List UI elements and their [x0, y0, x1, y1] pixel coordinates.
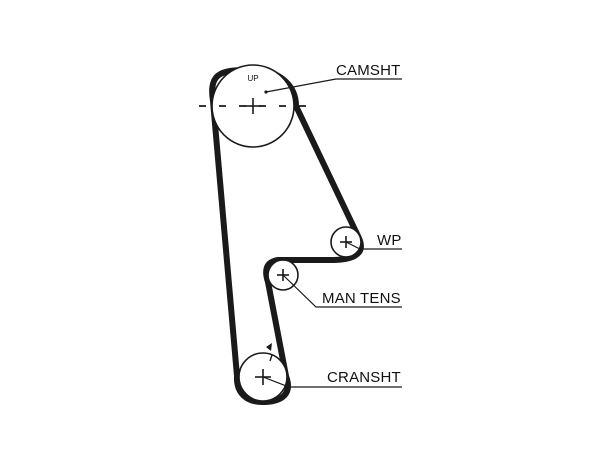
water-pump-label: WP [377, 232, 402, 249]
tensioner-label: MAN TENS [322, 290, 401, 307]
water-pump-leader-line [345, 241, 402, 250]
crankshaft-label: CRANSHT [327, 369, 401, 386]
camshaft-label: CAMSHT [336, 62, 401, 79]
tensioner-leader-line [282, 274, 402, 308]
crankshaft-timing-tick [269, 354, 273, 362]
crankshaft-timing-arrow [266, 343, 272, 351]
crankshaft-leader-line [262, 376, 402, 388]
camshaft-leader-line [265, 78, 402, 93]
camshaft-pulley: UP [211, 64, 295, 148]
camshaft-up-mark: UP [247, 74, 258, 83]
